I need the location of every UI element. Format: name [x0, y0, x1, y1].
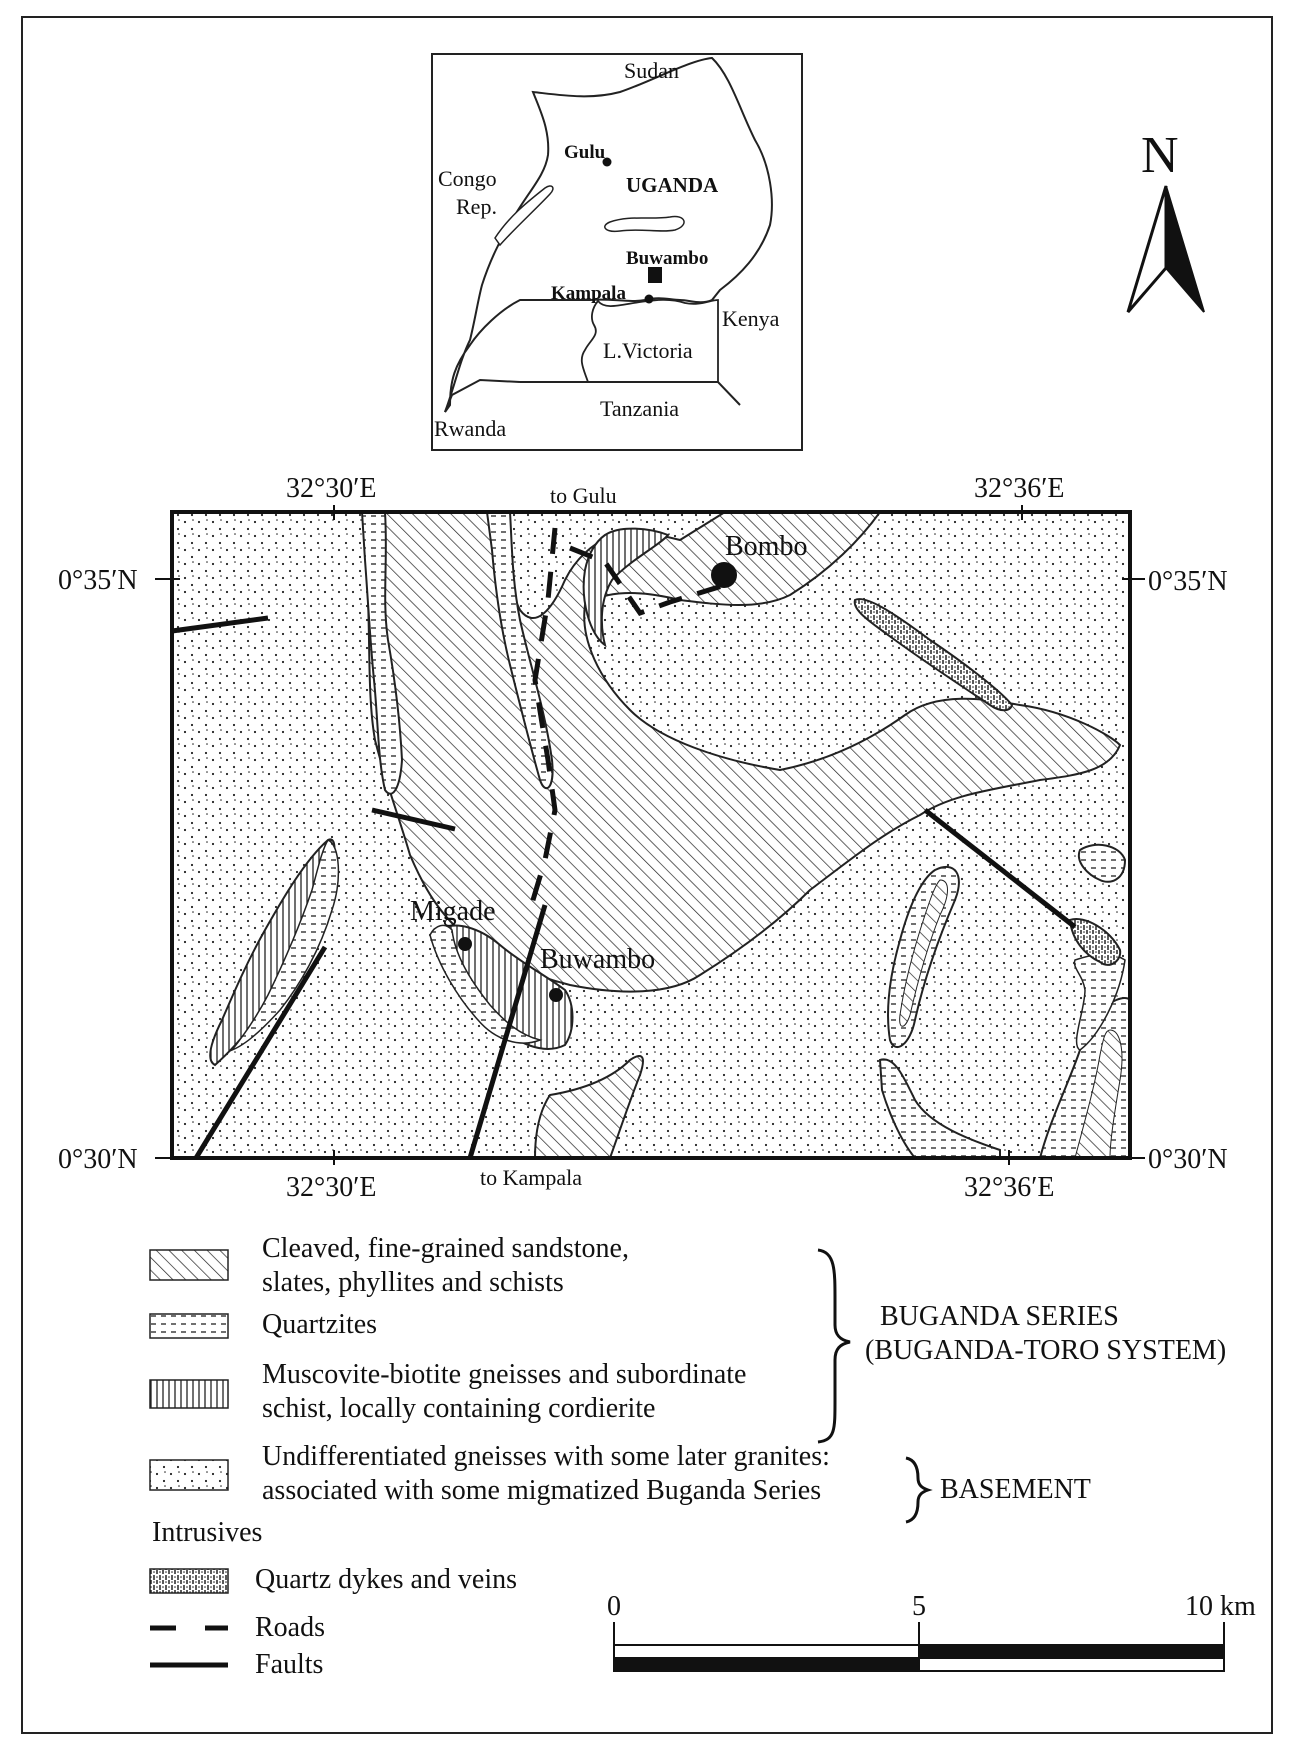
lake-victoria-label: L.Victoria — [603, 338, 693, 363]
legend-swatch-basement — [149, 1459, 229, 1491]
sandstone-south-lobe — [533, 1055, 644, 1158]
legend-dykes: Quartz dykes and veins — [255, 1564, 518, 1595]
migade-dot — [458, 937, 472, 951]
kampala-label: Kampala — [551, 283, 626, 304]
legend-swatch-sandstone — [149, 1249, 229, 1281]
scale-bar: 0 5 10 km — [607, 1591, 1256, 1672]
legend-basement-line1: Undifferentiated gneisses with some late… — [262, 1441, 830, 1472]
to-gulu-label: to Gulu — [550, 483, 617, 508]
quartzite-southeast-pocket — [878, 1058, 1001, 1158]
gulu-dot — [602, 157, 612, 167]
north-arrow-left-half — [1126, 185, 1168, 313]
lat-top-right: 0°35′N — [1148, 566, 1228, 597]
scale-label-0: 0 — [607, 1591, 621, 1622]
quartzite-far-east — [1077, 843, 1127, 883]
quartzite-fringe-buwambo — [429, 924, 543, 1044]
north-label: N — [1141, 127, 1179, 184]
bombo-label: Bombo — [725, 531, 807, 562]
geologic-map: Bombo Migade Buwambo 32°30′E 32°36′E 32°… — [58, 473, 1228, 1203]
legend-basement-line2: associated with some migmatized Buganda … — [262, 1475, 822, 1506]
lat-bottom-left: 0°30′N — [58, 1144, 138, 1175]
north-arrow-right-half — [1165, 185, 1205, 313]
legend-item-basement: Undifferentiated gneisses with some late… — [262, 1440, 830, 1508]
congo-label-line2: Rep. — [456, 194, 497, 219]
gneiss-lens-bombo — [582, 527, 670, 648]
scale-segment-upper-left — [613, 1644, 920, 1659]
legend-quartzites-line1: Quartzites — [262, 1309, 378, 1340]
lake-kyoga — [604, 215, 685, 233]
faults-layer — [171, 615, 1077, 1160]
fault-line — [371, 807, 456, 832]
brace-buganda — [817, 1248, 851, 1444]
fault-line — [171, 615, 269, 634]
kenya-label: Kenya — [722, 306, 780, 331]
quartzite-strip-west — [360, 512, 404, 795]
buwambo-map-label: Buwambo — [540, 944, 655, 975]
lat-bottom-right: 0°30′N — [1148, 1144, 1228, 1175]
legend-gneisses-line2: schist, locally containing cordierite — [262, 1393, 656, 1424]
group-buganda-line2: (BUGANDA-TORO SYSTEM) — [865, 1335, 1227, 1366]
lake-albert — [494, 185, 554, 247]
quartz-dyke-northeast — [853, 598, 1014, 712]
scale-label-10: 10 km — [1185, 1591, 1256, 1622]
legend-sandstone-line1: Cleaved, fine-grained sandstone, — [262, 1233, 629, 1264]
lon-bottom-left: 32°30′E — [286, 1172, 376, 1203]
rwanda-border — [444, 378, 521, 413]
legend-roads: Roads — [255, 1612, 325, 1643]
fault-line — [467, 904, 548, 1159]
legend-item-gneisses: Muscovite-biotite gneisses and subordina… — [262, 1358, 746, 1426]
congo-label-line1: Congo — [438, 166, 497, 191]
buwambo-square — [648, 267, 662, 283]
lon-bottom-right: 32°36′E — [964, 1172, 1054, 1203]
road-gulu-kampala — [527, 527, 558, 911]
uganda-outline — [444, 56, 773, 413]
inset-map: Sudan Gulu UGANDA Congo Rep. Buwambo Kam… — [431, 53, 803, 451]
migade-label: Migade — [410, 896, 496, 927]
bombo-dot — [711, 562, 737, 588]
group-buganda-line1: BUGANDA SERIES — [880, 1301, 1119, 1332]
legend-item-sandstone: Cleaved, fine-grained sandstone, slates,… — [262, 1232, 629, 1300]
legend-swatches — [149, 1248, 933, 1668]
quartzite-strip-central — [485, 512, 554, 790]
legend-faults: Faults — [255, 1649, 324, 1680]
sandstone-lens-east — [899, 879, 948, 1027]
north-arrow: N — [1126, 127, 1205, 313]
tanzania-label: Tanzania — [600, 396, 679, 421]
road-bombo — [569, 545, 723, 617]
roads-layer — [527, 527, 723, 911]
scale-segment-upper-right — [918, 1644, 1225, 1659]
legend-swatch-gneisses — [149, 1379, 229, 1409]
fault-line — [923, 808, 1077, 929]
rwanda-label: Rwanda — [434, 416, 506, 441]
uganda-label: UGANDA — [626, 173, 719, 197]
quartzite-rim-west — [229, 839, 340, 1052]
lat-top-left: 0°35′N — [58, 565, 138, 596]
scale-label-5: 5 — [912, 1591, 926, 1622]
buwambo-dot — [549, 988, 563, 1002]
gulu-label: Gulu — [564, 142, 606, 163]
legend-sandstone-line2: slates, phyllites and schists — [262, 1267, 564, 1298]
intrusives-heading: Intrusives — [152, 1517, 263, 1548]
sudan-label: Sudan — [624, 58, 679, 83]
scale-segment-lower-left — [613, 1657, 920, 1672]
legend-swatch-dykes — [149, 1568, 229, 1594]
lon-top-right: 32°36′E — [974, 473, 1064, 504]
legend-swatch-quartzites — [149, 1313, 229, 1339]
map-border — [170, 510, 1132, 1160]
legend-item-quartzites: Quartzites — [262, 1308, 377, 1342]
quartz-dyke-east — [1068, 918, 1122, 966]
brace-basement — [905, 1456, 933, 1524]
lon-top-left: 32°30′E — [286, 473, 376, 504]
group-basement: BASEMENT — [940, 1474, 1091, 1505]
kampala-dot — [644, 294, 654, 304]
fault-line — [193, 945, 328, 1160]
map-frame — [21, 16, 1273, 1734]
tanzania-border — [520, 381, 741, 406]
to-kampala-label: to Kampala — [480, 1165, 582, 1190]
legend-gneisses-line1: Muscovite-biotite gneisses and subordina… — [262, 1359, 747, 1390]
buwambo-inset-label: Buwambo — [626, 248, 708, 269]
scale-segment-lower-right — [918, 1657, 1225, 1672]
